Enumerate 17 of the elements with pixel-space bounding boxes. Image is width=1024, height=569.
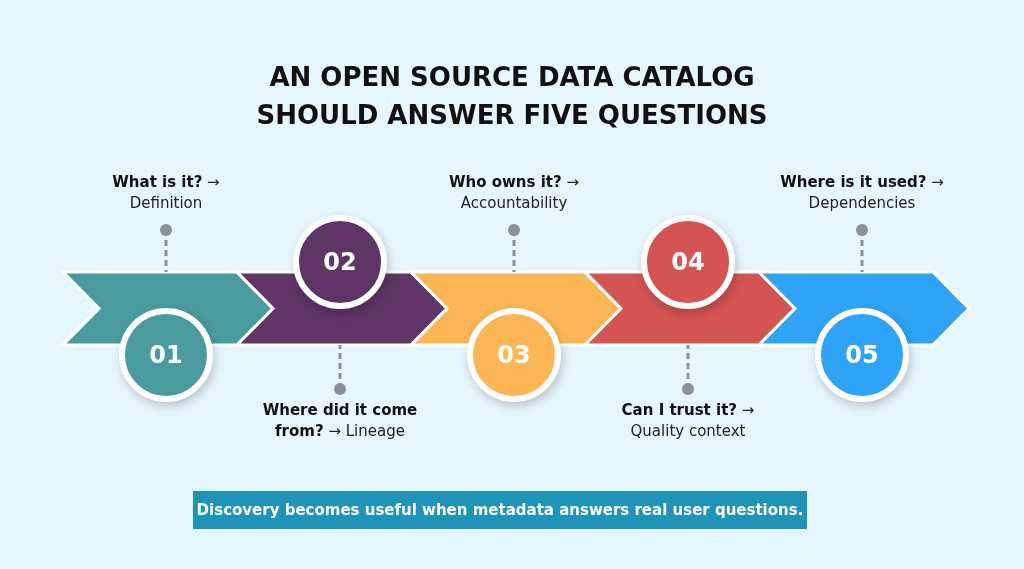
step-number: 04: [641, 215, 735, 309]
leader-line: [682, 345, 694, 395]
question-text: Who owns it? → Accountability: [424, 172, 604, 218]
leader-line: [856, 224, 868, 272]
question-text: Where is it used? → Dependencies: [772, 172, 952, 218]
question-text: Where did it come from? → Lineage: [245, 388, 435, 450]
step-number: 02: [293, 215, 387, 309]
step-number: 03: [467, 308, 561, 402]
question-text: Can I trust it? → Quality context: [593, 388, 783, 450]
step-number: 05: [815, 308, 909, 402]
step-number: 01: [119, 308, 213, 402]
question-text: What is it? → Definition: [76, 172, 256, 218]
caption-banner: Discovery becomes useful when metadata answers real user questions.: [193, 491, 807, 529]
title: AN OPEN SOURCE DATA CATALOG SHOULD ANSWER FIVE QUESTIONS: [255, 61, 769, 132]
leader-line: [160, 224, 172, 272]
leader-line: [334, 345, 346, 395]
leader-line: [508, 224, 520, 272]
